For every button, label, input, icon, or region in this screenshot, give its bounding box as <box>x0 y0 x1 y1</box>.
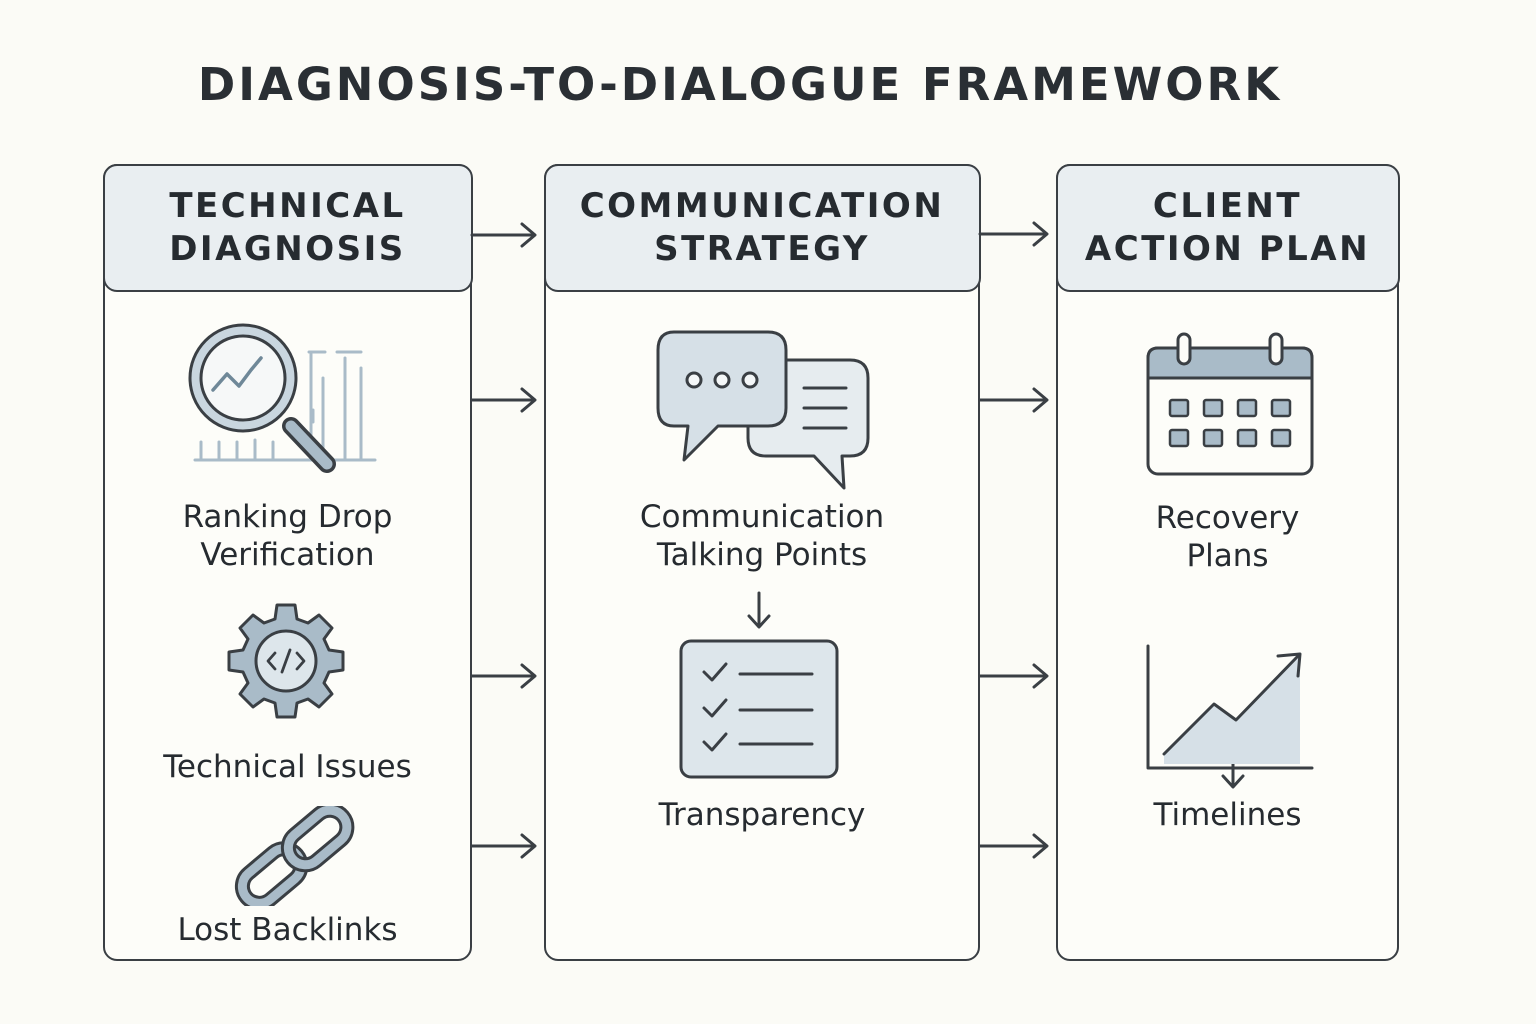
heading-line: TECHNICAL <box>169 185 406 226</box>
chat-bubbles-icon <box>656 330 870 490</box>
column-communication-strategy: COMMUNICATION STRATEGY Communication Tal… <box>543 163 981 961</box>
heading-line: COMMUNICATION <box>579 185 945 226</box>
label-line: Technical Issues <box>163 749 412 785</box>
item-label: Recovery Plans <box>1058 499 1397 575</box>
label-line: Lost Backlinks <box>177 912 398 948</box>
right-arrow-icon <box>470 833 537 859</box>
item-label: Ranking Drop Verification <box>105 498 470 574</box>
heading-line: ACTION PLAN <box>1084 228 1371 269</box>
right-arrow-icon <box>470 222 537 248</box>
column-heading: CLIENT ACTION PLAN <box>1055 163 1400 292</box>
heading-line: DIAGNOSIS <box>169 228 406 269</box>
item-label: Lost Backlinks <box>105 911 470 949</box>
column-technical-diagnosis: TECHNICAL DIAGNOSIS Ranking Drop Verific… <box>102 163 473 961</box>
label-line: Communication <box>639 499 885 535</box>
growth-chart-icon <box>1146 644 1314 770</box>
calendar-icon <box>1146 332 1314 476</box>
label-line: Talking Points <box>656 537 868 573</box>
code-gear-icon <box>227 603 345 719</box>
column-client-action-plan: CLIENT ACTION PLAN Recovery Plans <box>1055 163 1400 961</box>
right-arrow-icon <box>470 663 537 689</box>
right-arrow-icon <box>978 221 1049 247</box>
label-line: Verification <box>200 537 375 573</box>
heading-line: CLIENT <box>1152 185 1303 226</box>
right-arrow-icon <box>978 387 1049 413</box>
down-arrow-icon <box>747 591 771 629</box>
item-label: Communication Talking Points <box>546 498 978 574</box>
checklist-icon <box>679 639 839 779</box>
item-label: Transparency <box>546 796 978 834</box>
chain-link-icon <box>234 806 355 906</box>
magnifier-chart-icon <box>188 323 377 473</box>
diagram-title: DIAGNOSIS-TO-DIALOGUE FRAMEWORK <box>197 58 1283 111</box>
right-arrow-icon <box>978 833 1049 859</box>
item-label: Timelines <box>1058 796 1397 834</box>
item-label: Technical Issues <box>105 748 470 786</box>
right-arrow-icon <box>470 387 537 413</box>
label-line: Transparency <box>658 797 866 833</box>
label-line: Timelines <box>1153 797 1302 833</box>
column-heading: COMMUNICATION STRATEGY <box>543 163 981 292</box>
column-heading: TECHNICAL DIAGNOSIS <box>102 163 473 292</box>
label-line: Recovery <box>1155 500 1300 536</box>
label-line: Ranking Drop <box>182 499 393 535</box>
heading-line: STRATEGY <box>654 228 870 269</box>
label-line: Plans <box>1186 538 1269 574</box>
right-arrow-icon <box>978 663 1049 689</box>
